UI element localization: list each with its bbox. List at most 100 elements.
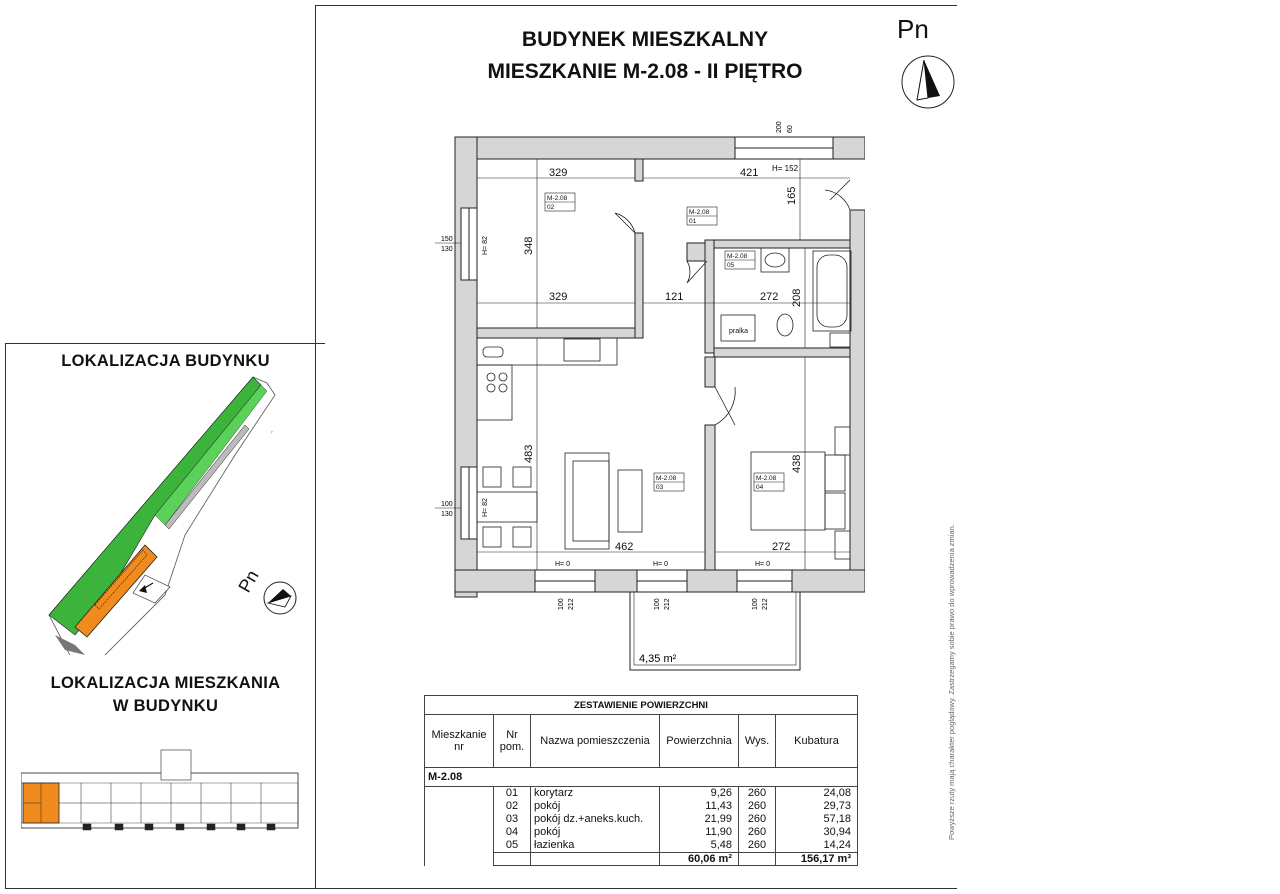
apartment-location-title-2: W BUDYNKU bbox=[112, 697, 219, 715]
header-nr-1: Nr bbox=[506, 729, 518, 741]
svg-text:130: 130 bbox=[441, 511, 453, 518]
wall-bath-top bbox=[704, 239, 856, 249]
svg-text:100: 100 bbox=[558, 598, 565, 610]
wall-bath-left bbox=[704, 239, 715, 354]
svg-text:M-2.08: M-2.08 bbox=[727, 253, 748, 260]
svg-text:483: 483 bbox=[523, 445, 535, 463]
dimension-labels: 329 348 329 421 165 121 272 208 483 462 … bbox=[523, 167, 803, 553]
svg-text:M-2.08: M-2.08 bbox=[756, 475, 777, 482]
svg-text:4,35 m²: 4,35 m² bbox=[639, 653, 677, 665]
total-area: 60,06 m² bbox=[659, 852, 739, 866]
doors bbox=[614, 179, 851, 426]
svg-text:212: 212 bbox=[568, 598, 575, 610]
title-line-2: MIESZKANIE M-2.08 - II PIĘTRO bbox=[487, 60, 803, 83]
kitchen-counter bbox=[476, 337, 618, 421]
svg-text:272: 272 bbox=[760, 291, 778, 303]
north-label: Pn bbox=[897, 14, 929, 44]
window-left-2: 100 130 H= 82 bbox=[435, 466, 489, 540]
apartment-code: M-2.08 bbox=[424, 767, 858, 787]
window-top: 200 60 H= 152 bbox=[734, 121, 834, 173]
wall-bed-left bbox=[704, 356, 716, 388]
frame-divider-vertical bbox=[315, 5, 316, 889]
svg-text:04: 04 bbox=[756, 484, 764, 491]
table-caption: ZESTAWIENIE POWIERZCHNI bbox=[424, 695, 858, 715]
room-tag-05: M-2.08 05 bbox=[724, 250, 756, 270]
bathroom-fixtures bbox=[720, 247, 852, 348]
location-panel: LOKALIZACJA BUDYNKU → Pn LOKALIZACJA MIE… bbox=[5, 343, 326, 889]
apartment-location-title-1: LOKALIZACJA MIESZKANIA bbox=[50, 674, 281, 692]
svg-text:200: 200 bbox=[776, 121, 783, 133]
svg-text:329: 329 bbox=[549, 167, 567, 179]
svg-text:150: 150 bbox=[441, 236, 453, 243]
balcony: 4,35 m² bbox=[629, 591, 801, 671]
wall-room02-right-lower bbox=[634, 232, 644, 339]
left-panel-top-line bbox=[5, 343, 325, 344]
building-floor-map bbox=[21, 749, 299, 831]
svg-text:H= 82: H= 82 bbox=[482, 236, 489, 255]
svg-text:272: 272 bbox=[772, 541, 790, 553]
wall-right bbox=[849, 209, 865, 571]
svg-text:H= 0: H= 0 bbox=[653, 561, 668, 568]
wall-room02-bottom bbox=[476, 327, 643, 339]
frame-bottom-line bbox=[5, 888, 957, 889]
apartment-location-title: LOKALIZACJA MIESZKANIA W BUDYNKU bbox=[5, 672, 326, 718]
header-apartment-2: nr bbox=[454, 741, 464, 753]
sofa bbox=[564, 452, 706, 550]
title-line-1: BUDYNEK MIESZKALNY bbox=[521, 28, 769, 51]
window-bottom-1: H= 0 100 212 bbox=[534, 561, 596, 610]
svg-text:438: 438 bbox=[791, 455, 803, 473]
svg-text:121: 121 bbox=[665, 291, 683, 303]
frame-top-line bbox=[315, 5, 957, 6]
svg-text:H= 0: H= 0 bbox=[755, 561, 770, 568]
svg-text:60: 60 bbox=[787, 125, 794, 133]
header-area: Powierzchnia bbox=[659, 714, 739, 768]
floor-plan: 200 60 H= 152 150 130 H= 82 100 130 H= 8… bbox=[435, 121, 865, 671]
svg-text:03: 03 bbox=[656, 484, 664, 491]
room-tag-03: M-2.08 03 bbox=[653, 472, 685, 492]
north-arrow-icon bbox=[901, 55, 955, 109]
svg-text:100: 100 bbox=[752, 598, 759, 610]
washer-label: pralka bbox=[729, 328, 748, 335]
window-left-1: 150 130 H= 82 bbox=[435, 207, 489, 281]
svg-text:212: 212 bbox=[762, 598, 769, 610]
table-total-row: 60,06 m² 156,17 m³ bbox=[425, 852, 858, 866]
svg-text:M-2.08: M-2.08 bbox=[656, 475, 677, 482]
svg-text:100: 100 bbox=[654, 598, 661, 610]
svg-text:100: 100 bbox=[441, 501, 453, 508]
header-volume: Kubatura bbox=[775, 714, 858, 768]
room-tag-04: M-2.08 04 bbox=[753, 472, 785, 492]
svg-text:01: 01 bbox=[689, 218, 697, 225]
wall-room02-right bbox=[634, 158, 644, 182]
window-bottom-2: H= 0 100 212 bbox=[636, 561, 688, 610]
svg-text:421: 421 bbox=[740, 167, 758, 179]
left-panel-left-line bbox=[5, 343, 6, 889]
table-group-row: M-2.08 bbox=[424, 767, 858, 787]
room-tag-01: M-2.08 01 bbox=[686, 206, 718, 226]
svg-text:02: 02 bbox=[547, 204, 555, 211]
svg-text:130: 130 bbox=[441, 246, 453, 253]
svg-text:H= 0: H= 0 bbox=[555, 561, 570, 568]
site-north-arrow-icon bbox=[263, 581, 297, 615]
header-nr-2: pom. bbox=[499, 741, 525, 753]
disclaimer-note: Powyższe rzuty mają charakter poglądowy.… bbox=[947, 524, 956, 840]
wall-kitchen-stub bbox=[686, 242, 706, 262]
header-height: Wys. bbox=[738, 714, 776, 768]
svg-text:H= 152: H= 152 bbox=[772, 164, 799, 173]
svg-text:05: 05 bbox=[727, 262, 735, 269]
window-bottom-3: H= 0 100 212 bbox=[736, 561, 793, 610]
wall-bed-left-lower bbox=[704, 424, 716, 571]
svg-text:208: 208 bbox=[791, 289, 803, 307]
svg-text:462: 462 bbox=[615, 541, 633, 553]
room-tags: M-2.08 02 M-2.08 01 M-2.08 05 M-2.08 03 … bbox=[544, 192, 785, 492]
svg-text:M-2.08: M-2.08 bbox=[547, 195, 568, 202]
svg-text:212: 212 bbox=[664, 598, 671, 610]
building-location-title: LOKALIZACJA BUDYNKU bbox=[61, 352, 270, 370]
wall-bath-bottom bbox=[713, 347, 855, 358]
header-name: Nazwa pomieszczenia bbox=[530, 714, 660, 768]
